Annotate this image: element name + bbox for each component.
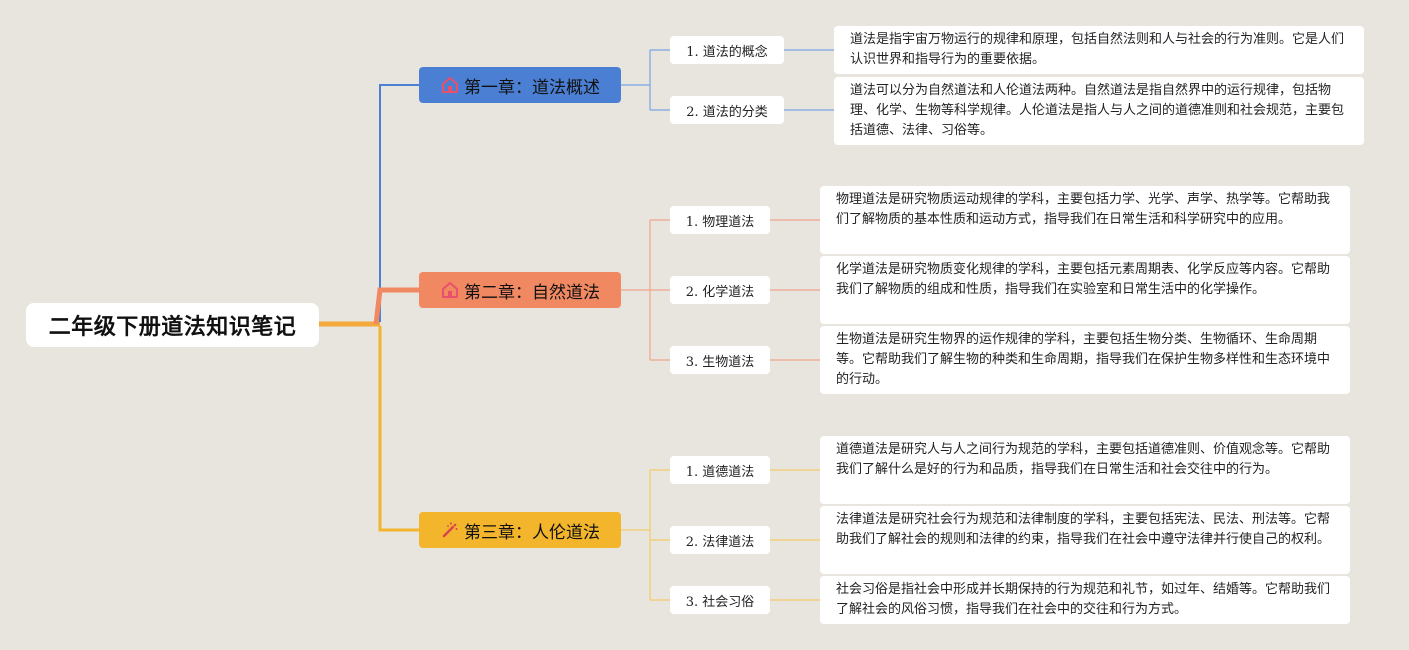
description-1-1[interactable]: 道法是指宇宙万物运行的规律和原理，包括自然法则和人与社会的行为准则。它是人们认识… [834,26,1364,74]
chapter-3-label: 第三章：人伦道法 [464,522,600,543]
description-2-2[interactable]: 化学道法是研究物质变化规律的学科，主要包括元素周期表、化学反应等内容。它帮助我们… [820,256,1350,324]
description-3-2[interactable]: 法律道法是研究社会行为规范和法律制度的学科，主要包括宪法、民法、刑法等。它帮助我… [820,506,1350,574]
chapter3-branch [378,326,420,532]
topic-1-2-label: 2. 道法的分类 [686,104,768,120]
description-3-3-text: 社会习俗是指社会中形成并长期保持的行为规范和礼节，如过年、结婚等。它帮助我们了解… [836,582,1331,617]
topic-2-3-node[interactable]: 3. 生物道法 [670,346,770,374]
chapter-1-node[interactable]: 第一章：道法概述 [419,67,621,103]
chapter1-desc-connector [784,49,834,111]
chapter-1-label: 第一章：道法概述 [464,77,600,98]
chapter1-branch [379,84,420,322]
chapter1-topic-connector [621,49,670,111]
chapter3-desc-connector [770,469,820,601]
description-3-1[interactable]: 道德道法是研究人与人之间行为规范的学科，主要包括道德准则、价值观念等。它帮助我们… [820,436,1350,504]
chapter-2-node[interactable]: 第二章：自然道法 [419,272,621,308]
description-2-3-text: 生物道法是研究生物界的运作规律的学科，主要包括生物分类、生物循环、生命周期等。它… [836,332,1331,387]
root-node[interactable]: 二年级下册道法知识笔记 [26,303,319,347]
house-icon [440,75,460,95]
magic-wand-icon [440,520,460,540]
chapter-2-label: 第二章：自然道法 [464,282,600,303]
chapter2-desc-connector [770,219,820,361]
topic-3-2-node[interactable]: 2. 法律道法 [670,526,770,554]
topic-3-2-label: 2. 法律道法 [685,534,755,550]
description-2-1-text: 物理道法是研究物质运动规律的学科，主要包括力学、光学、声学、热学等。它帮助我们了… [836,192,1331,227]
topic-3-1-node[interactable]: 1. 道德道法 [670,456,770,484]
topic-3-3-node[interactable]: 3. 社会习俗 [670,586,770,614]
chapter2-topic-connector [621,219,670,361]
description-2-2-text: 化学道法是研究物质变化规律的学科，主要包括元素周期表、化学反应等内容。它帮助我们… [836,262,1331,297]
topic-2-2-label: 2. 化学道法 [685,284,755,300]
topic-1-1-node[interactable]: 1. 道法的概念 [670,36,784,64]
topic-2-1-node[interactable]: 1. 物理道法 [670,206,770,234]
description-2-1[interactable]: 物理道法是研究物质运动规律的学科，主要包括力学、光学、声学、热学等。它帮助我们了… [820,186,1350,254]
topic-3-3-label: 3. 社会习俗 [685,594,755,610]
topic-2-3-label: 3. 生物道法 [685,354,755,370]
description-1-2-text: 道法可以分为自然道法和人伦道法两种。自然道法是指自然界中的运行规律，包括物理、化… [850,83,1345,138]
description-3-2-text: 法律道法是研究社会行为规范和法律制度的学科，主要包括宪法、民法、刑法等。它帮助我… [836,512,1331,547]
description-3-1-text: 道德道法是研究人与人之间行为规范的学科，主要包括道德准则、价值观念等。它帮助我们… [836,442,1331,477]
root-title: 二年级下册道法知识笔记 [48,315,297,340]
topic-3-1-label: 1. 道德道法 [685,464,755,480]
description-1-1-text: 道法是指宇宙万物运行的规律和原理，包括自然法则和人与社会的行为准则。它是人们认识… [850,32,1345,67]
topic-1-1-label: 1. 道法的概念 [686,44,768,60]
description-2-3[interactable]: 生物道法是研究生物界的运作规律的学科，主要包括生物分类、生物循环、生命周期等。它… [820,326,1350,394]
chapter-3-node[interactable]: 第三章：人伦道法 [419,512,621,548]
description-1-2[interactable]: 道法可以分为自然道法和人伦道法两种。自然道法是指自然界中的运行规律，包括物理、化… [834,77,1364,145]
topic-1-2-node[interactable]: 2. 道法的分类 [670,96,784,124]
chapter2-branch [373,287,420,325]
topic-2-2-node[interactable]: 2. 化学道法 [670,276,770,304]
description-3-3[interactable]: 社会习俗是指社会中形成并长期保持的行为规范和礼节，如过年、结婚等。它帮助我们了解… [820,576,1350,624]
chapter3-topic-connector [621,469,670,601]
house-icon [440,280,460,300]
topic-2-1-label: 1. 物理道法 [685,214,755,230]
